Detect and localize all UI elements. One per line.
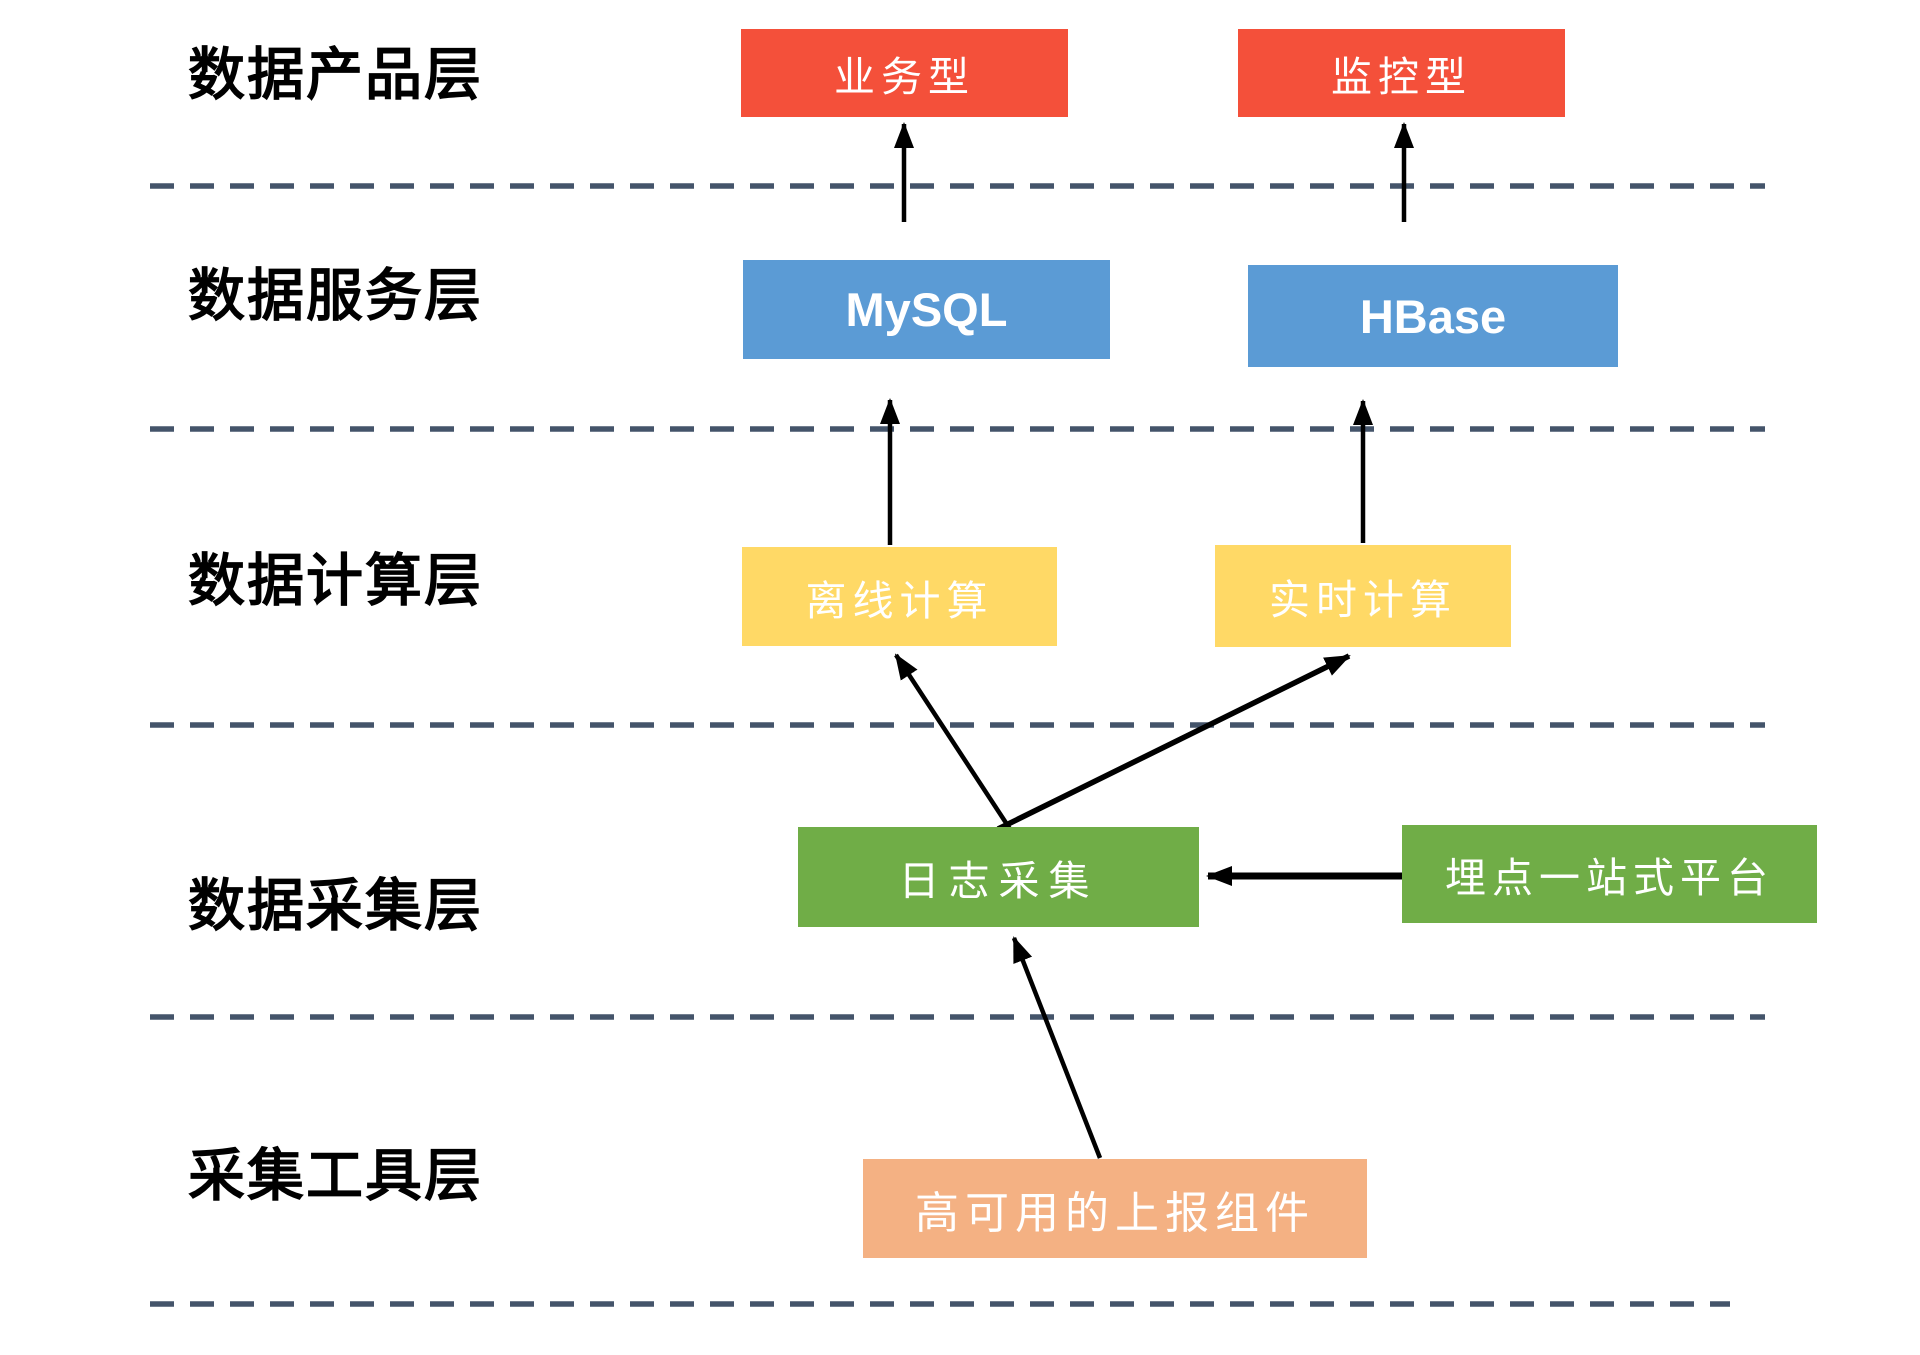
node-mysql: MySQL — [743, 260, 1110, 359]
layer-label-collect-tool: 采集工具层 — [188, 1145, 483, 1208]
layer-label-data-collect: 数据采集层 — [188, 875, 483, 938]
node-offline-compute: 离线计算 — [742, 547, 1057, 646]
node-monitor-type: 监控型 — [1238, 29, 1565, 117]
node-log-collection: 日志采集 — [798, 827, 1199, 927]
node-business-type: 业务型 — [741, 29, 1068, 117]
layer-label-data-service: 数据服务层 — [188, 265, 483, 328]
arrow-log-to-realtime — [996, 653, 1351, 832]
node-tracking-platform: 埋点一站式平台 — [1402, 825, 1817, 923]
node-realtime-compute: 实时计算 — [1215, 545, 1511, 647]
node-ha-reporter: 高可用的上报组件 — [863, 1159, 1367, 1258]
layer-label-data-compute: 数据计算层 — [188, 550, 483, 613]
arrow-reporter-to-log — [1011, 936, 1103, 1159]
node-hbase: HBase — [1248, 265, 1618, 367]
layer-label-data-product: 数据产品层 — [188, 44, 483, 107]
arrow-log-to-offline — [894, 653, 1012, 831]
